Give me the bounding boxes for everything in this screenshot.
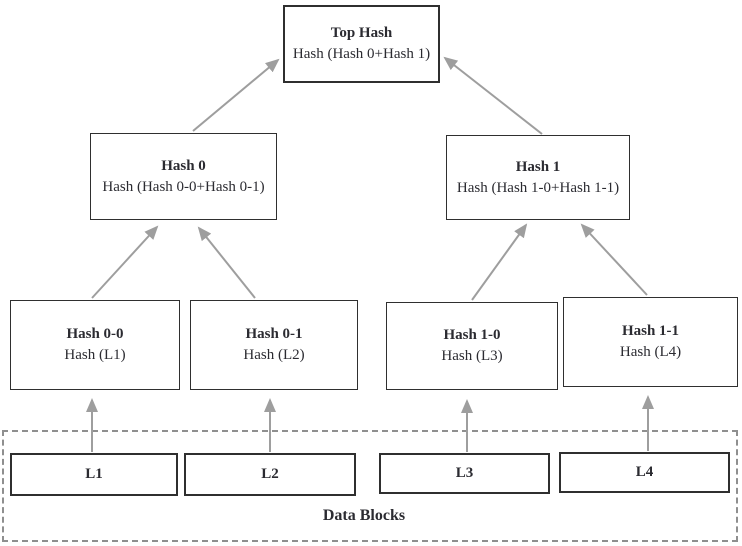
node-hash-0-title: Hash 0 xyxy=(161,157,206,174)
node-hash-1-title: Hash 1 xyxy=(515,158,561,175)
arrow-hash00-to-hash0 xyxy=(91,225,159,299)
node-top-hash-title: Top Hash xyxy=(330,25,393,41)
node-hash-1-sublabel: Hash (Hash 1-0+Hash 1-1) xyxy=(456,179,620,196)
node-hash-1-1-sublabel: Hash (L4) xyxy=(619,344,682,360)
node-l4: L4 xyxy=(559,452,730,493)
node-hash-0: Hash 0 Hash (Hash 0-0+Hash 0-1) xyxy=(90,133,277,220)
node-l3: L3 xyxy=(379,453,550,494)
node-l2: L2 xyxy=(184,453,356,496)
arrow-hash0-to-top xyxy=(192,58,280,132)
node-l3-label: L3 xyxy=(455,465,474,481)
node-l1-label: L1 xyxy=(85,466,103,482)
node-l1: L1 xyxy=(10,453,178,496)
arrow-hash11-to-hash1 xyxy=(580,223,648,296)
node-hash-0-0-sublabel: Hash (L1) xyxy=(64,347,126,363)
arrow-hash01-to-hash0 xyxy=(197,226,256,299)
data-blocks-region xyxy=(2,430,738,542)
node-hash-1-0-sublabel: Hash (L3) xyxy=(441,348,503,364)
node-l2-label: L2 xyxy=(261,466,279,482)
node-hash-1-1-title: Hash 1-1 xyxy=(621,323,680,339)
node-hash-1-0: Hash 1-0 Hash (L3) xyxy=(386,302,558,390)
data-blocks-label: Data Blocks xyxy=(322,507,406,524)
arrow-hash10-to-hash1 xyxy=(471,223,528,301)
node-hash-1-1: Hash 1-1 Hash (L4) xyxy=(563,297,738,387)
node-hash-0-1-title: Hash 0-1 xyxy=(245,326,303,342)
node-hash-1: Hash 1 Hash (Hash 1-0+Hash 1-1) xyxy=(446,135,630,220)
node-top-hash-sublabel: Hash (Hash 0+Hash 1) xyxy=(292,46,431,62)
node-hash-0-1-sublabel: Hash (L2) xyxy=(243,347,305,363)
node-hash-1-0-title: Hash 1-0 xyxy=(443,327,501,343)
node-hash-0-0: Hash 0-0 Hash (L1) xyxy=(10,300,180,390)
node-hash-0-0-title: Hash 0-0 xyxy=(66,326,124,342)
arrow-hash1-to-top xyxy=(443,56,543,135)
node-l4-label: L4 xyxy=(635,464,654,480)
node-top-hash: Top Hash Hash (Hash 0+Hash 1) xyxy=(283,5,440,83)
node-hash-0-sublabel: Hash (Hash 0-0+Hash 0-1) xyxy=(102,178,265,195)
node-hash-0-1: Hash 0-1 Hash (L2) xyxy=(190,300,358,390)
